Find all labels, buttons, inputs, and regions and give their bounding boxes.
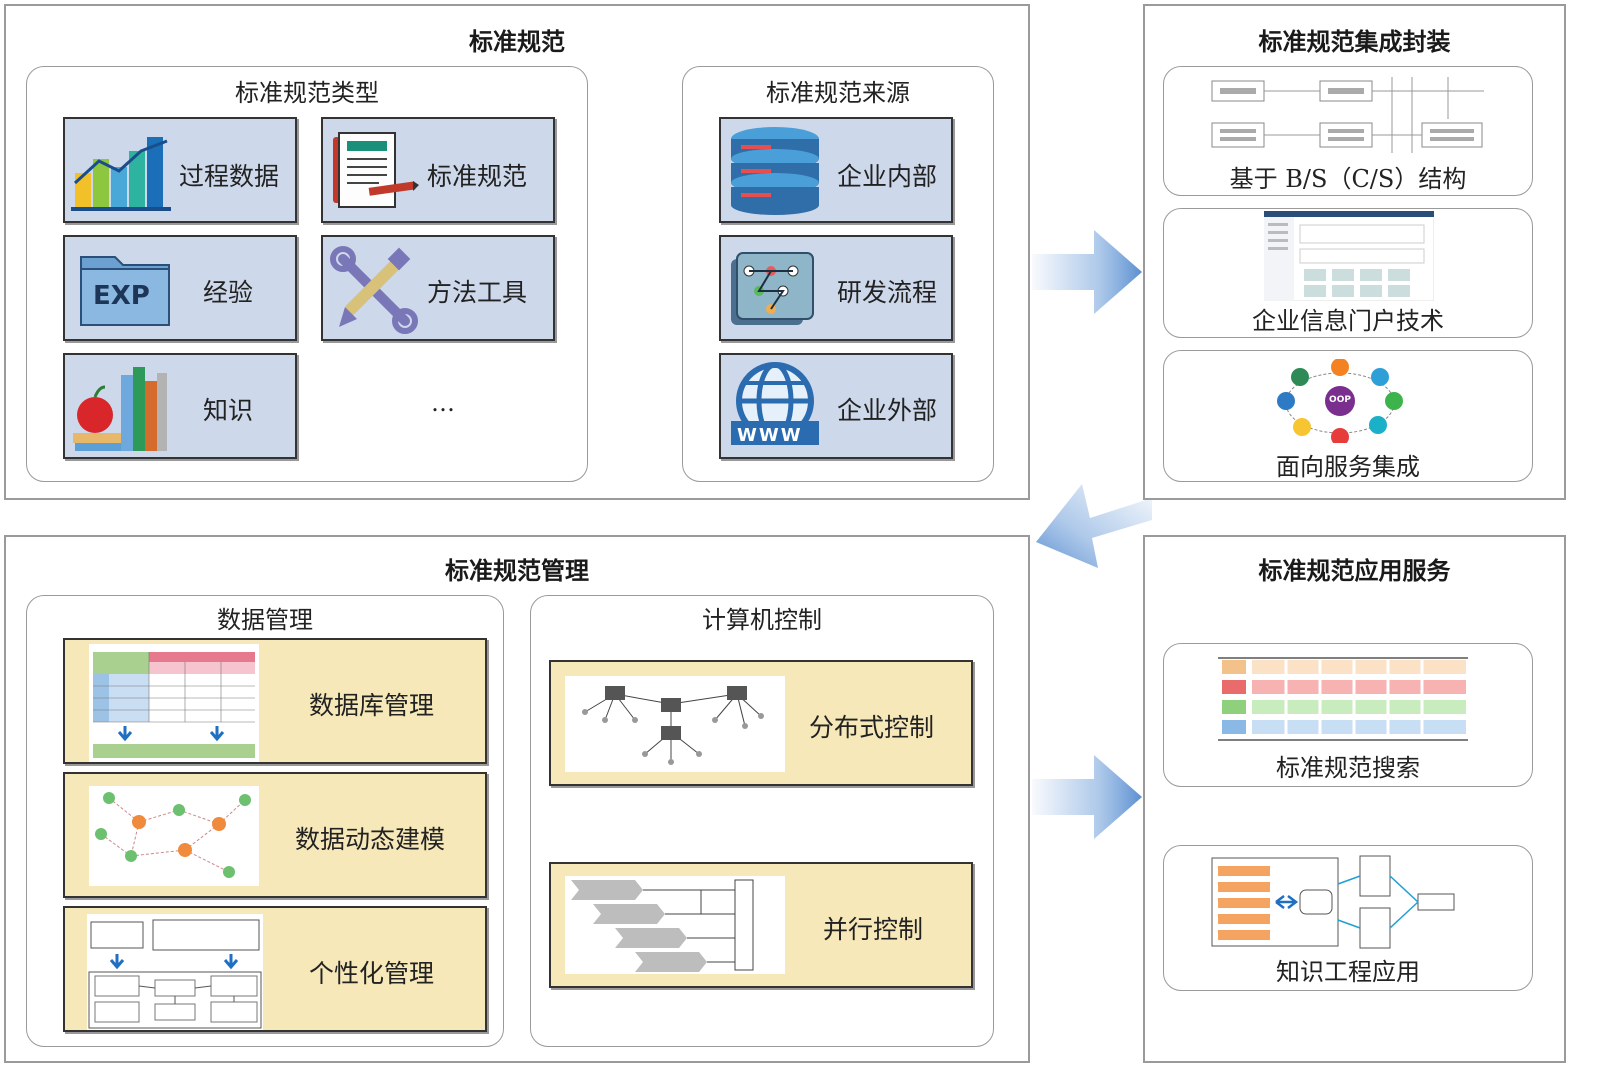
document-pen-icon (333, 132, 419, 208)
subbox-title-data-mgmt: 数据管理 (217, 606, 313, 634)
tile-label: 方法工具 (427, 278, 528, 307)
subbox-standard-types: 标准规范类型 过程数据 (26, 66, 588, 482)
panel-title-application: 标准规范应用服务 (1258, 557, 1451, 585)
tile-standard-spec: 标准规范 (321, 117, 555, 223)
panel-title-management: 标准规范管理 (445, 557, 589, 585)
subbox-title-computer-ctrl: 计算机控制 (702, 606, 822, 634)
database-icon (731, 127, 819, 215)
soa-center-label: OOP (1329, 395, 1351, 405)
tile-enterprise-internal: 企业内部 (719, 117, 953, 223)
folder-icon (80, 256, 170, 326)
tile-dynamic-modeling: 数据动态建模 (63, 772, 487, 898)
panel-title-standards: 标准规范 (469, 28, 565, 56)
arrow-right-bottom-icon (1032, 755, 1142, 839)
tile-label: 过程数据 (179, 162, 280, 191)
knowledge-flow-thumbnail (1208, 854, 1458, 950)
distributed-network-thumbnail (565, 676, 785, 772)
tile-label: 个性化管理 (309, 959, 435, 988)
card-service-integration: OOP 面向服务集成 (1163, 350, 1533, 482)
subbox-title-sources: 标准规范来源 (766, 79, 910, 107)
globe-icon (731, 362, 819, 445)
tile-label: 企业外部 (837, 396, 938, 425)
panel-integration: 标准规范集成封装 (1143, 4, 1566, 500)
card-label: 标准规范搜索 (1276, 754, 1420, 782)
card-knowledge-engineering: 知识工程应用 (1163, 845, 1533, 991)
tile-process-data: 过程数据 (63, 117, 297, 223)
wrench-screwdriver-icon (330, 246, 418, 334)
tile-label: 数据库管理 (309, 691, 435, 720)
exp-text: EXP (93, 281, 150, 311)
card-label: 企业信息门户技术 (1252, 307, 1444, 335)
portal-thumbnail (1264, 211, 1434, 301)
tile-label: 数据动态建模 (295, 825, 446, 854)
tile-label: 企业内部 (837, 162, 938, 191)
more-ellipsis: … (431, 389, 455, 417)
card-enterprise-portal: 企业信息门户技术 (1163, 208, 1533, 338)
card-label: 知识工程应用 (1276, 958, 1420, 986)
tile-enterprise-external: WWW 企业外部 (719, 353, 953, 459)
tile-label: 知识 (203, 396, 254, 425)
tile-rd-process: 研发流程 (719, 235, 953, 341)
workflow-icon (731, 252, 814, 325)
tile-parallel-control: 并行控制 (549, 862, 973, 988)
panel-management: 标准规范管理 数据管理 数据库 (4, 535, 1030, 1063)
tile-knowledge: 知识 (63, 353, 297, 459)
tile-label: 研发流程 (837, 278, 938, 307)
panel-standards: 标准规范 标准规范类型 过程数据 (4, 4, 1030, 500)
panel-title-integration: 标准规范集成封装 (1258, 28, 1451, 56)
tile-label: 经验 (203, 278, 254, 307)
bar-chart-icon (71, 137, 171, 211)
tile-label: 并行控制 (823, 915, 924, 944)
tile-label: 标准规范 (427, 162, 528, 191)
parallel-flow-thumbnail (565, 876, 785, 974)
tile-personalized-management: 个性化管理 (63, 906, 487, 1032)
arrow-left-down-icon (1036, 484, 1152, 568)
flowchart-thumbnail (87, 914, 263, 1030)
card-standard-search: 标准规范搜索 (1163, 643, 1533, 787)
database-table-thumbnail (89, 644, 259, 762)
subbox-standard-sources: 标准规范来源 企业内部 (682, 66, 994, 482)
tile-method-tools: 方法工具 (321, 235, 555, 341)
tile-label: 分布式控制 (809, 713, 935, 742)
search-table-thumbnail (1212, 656, 1472, 746)
panel-application: 标准规范应用服务 标准规范搜索 (1143, 535, 1566, 1063)
apple-books-icon (73, 367, 167, 451)
subbox-title-types: 标准规范类型 (235, 79, 379, 107)
arrow-right-top-icon (1032, 230, 1142, 314)
card-label: 基于 B/S（C/S）结构 (1229, 165, 1467, 193)
tile-database-management: 数据库管理 (63, 638, 487, 764)
www-text: WWW (737, 425, 803, 446)
network-graph-thumbnail (89, 786, 259, 886)
tile-experience: EXP 经验 (63, 235, 297, 341)
soa-ring-diagram (1277, 359, 1403, 443)
card-bs-cs-structure: 基于 B/S（C/S）结构 (1163, 66, 1533, 196)
subbox-data-management: 数据管理 数据库管理 (26, 595, 504, 1047)
bs-architecture-thumbnail (1211, 77, 1484, 153)
tile-distributed-control: 分布式控制 (549, 660, 973, 786)
card-label: 面向服务集成 (1276, 453, 1420, 481)
subbox-computer-control: 计算机控制 (530, 595, 994, 1047)
